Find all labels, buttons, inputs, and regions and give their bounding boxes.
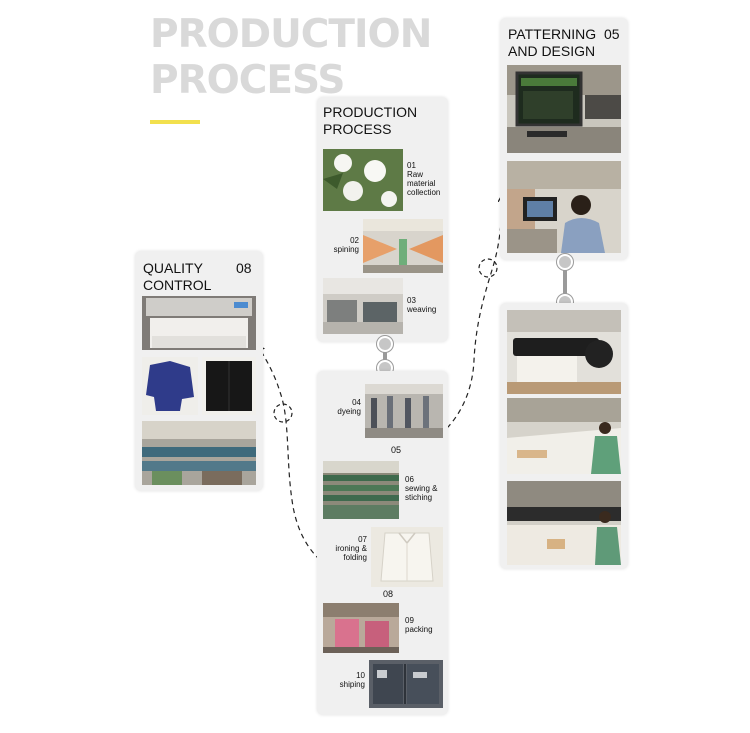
fabric-spreading-machine-photo: [507, 310, 621, 394]
blue-garment-photo: [142, 357, 198, 415]
cad-workstation-photo: [507, 65, 621, 153]
step-label: sewing &: [405, 484, 438, 493]
step-number: 09: [405, 616, 414, 625]
step-02: 02 spining: [323, 236, 359, 254]
connector-line: [383, 340, 387, 374]
arrow-to-quality-control: [258, 346, 395, 589]
card-patterning-design: PATTERNING AND DESIGN 05: [500, 18, 628, 260]
card-title-line2: PROCESS: [323, 121, 392, 137]
card-title: QUALITY CONTROL: [143, 260, 211, 294]
step-label: stiching: [405, 493, 433, 502]
black-garment-photo: [202, 357, 256, 415]
card-title: PATTERNING AND DESIGN: [508, 26, 596, 60]
card-title-line2: AND DESIGN: [508, 43, 596, 59]
step-06: 06 sewing & stiching: [405, 475, 437, 502]
card-title-line1: QUALITY: [143, 260, 203, 276]
pattern-cutting-photo: [507, 481, 621, 565]
flow-loop-left: [273, 403, 293, 423]
card-production-process: PRODUCTION PROCESS 01 Raw material colle…: [317, 97, 448, 342]
arrow-to-patterning: [399, 196, 502, 453]
step-number: 07: [358, 535, 367, 544]
connector-line: [563, 256, 567, 308]
step-label: packing: [405, 625, 433, 634]
step-label: folding: [343, 553, 367, 562]
step-07: 07 ironing & folding: [323, 535, 367, 562]
step-number: 08: [383, 589, 394, 599]
step-number: 08: [236, 260, 252, 276]
step-number: 04: [352, 398, 361, 407]
designer-photo: [507, 161, 621, 253]
folded-shirt-photo: [371, 527, 443, 587]
step-08-marker: 08: [383, 590, 393, 599]
shipping-container-photo: [369, 660, 443, 708]
step-09: 09 packing: [405, 616, 433, 634]
flow-loop-right: [478, 258, 498, 278]
step-label: shiping: [339, 680, 365, 689]
card-cutting: [500, 303, 628, 569]
card-title-line1: PATTERNING: [508, 26, 597, 42]
step-label: Raw: [407, 170, 424, 179]
card-manufacturing: 04 dyeing 05 06 sewing & stiching 0: [317, 371, 448, 715]
step-number: 03: [407, 296, 416, 305]
card-title: PRODUCTION PROCESS: [323, 104, 417, 138]
step-label: ironing &: [335, 544, 367, 553]
card-quality-control: QUALITY CONTROL 08: [135, 251, 263, 491]
step-03: 03 weaving: [407, 296, 436, 314]
step-10: 10 shiping: [323, 671, 365, 689]
step-label: material: [407, 179, 436, 188]
title-underline: [150, 120, 200, 124]
sewing-floor-photo: [323, 461, 399, 519]
page-title-line2: PROCESS: [150, 58, 345, 103]
step-label: spining: [333, 245, 359, 254]
page-title: PRODUCTION PROCESS: [150, 12, 432, 104]
dyeing-photo: [365, 384, 443, 438]
step-label: weaving: [407, 305, 437, 314]
packing-photo: [323, 603, 399, 653]
step-number: 05: [604, 26, 620, 42]
step-01: 01 Raw material collection: [407, 161, 440, 197]
cotton-photo: [323, 149, 403, 211]
step-label: collection: [407, 188, 441, 197]
color-light-box-photo: [142, 296, 256, 350]
card-title-line2: CONTROL: [143, 277, 212, 293]
connector-dot: [557, 254, 573, 270]
inspection-floor-photo: [142, 421, 256, 485]
card-title-line1: PRODUCTION: [323, 104, 418, 120]
step-number: 01: [407, 161, 416, 170]
page-title-line1: PRODUCTION: [150, 12, 432, 57]
spinning-mill-photo: [363, 219, 443, 273]
weaving-photo: [323, 278, 403, 334]
step-04: 04 dyeing: [323, 398, 361, 416]
connector-dot: [377, 336, 393, 352]
cutting-table-photo: [507, 398, 621, 474]
step-number: 02: [350, 236, 359, 245]
step-number: 10: [356, 671, 365, 680]
step-number: 06: [405, 475, 414, 484]
step-number: 05: [391, 445, 402, 455]
step-label: dyeing: [337, 407, 361, 416]
step-05-marker: 05: [391, 446, 401, 455]
